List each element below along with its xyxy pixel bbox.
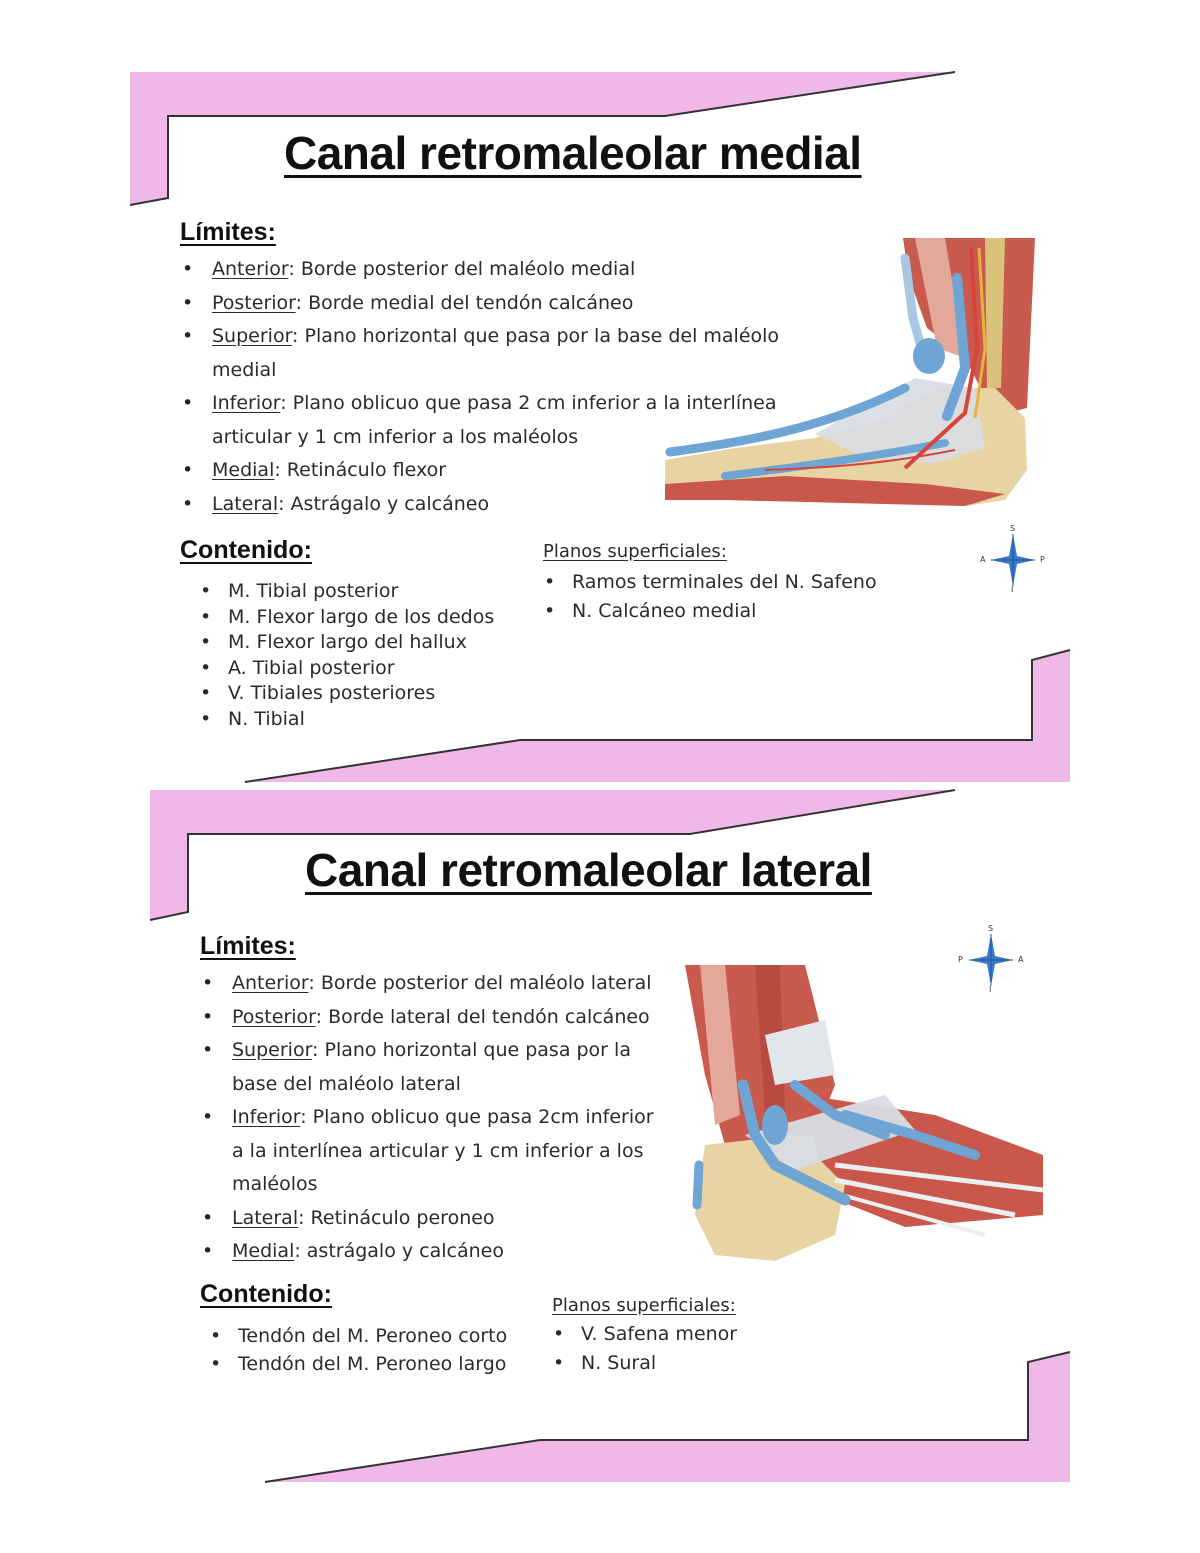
card1-top-line xyxy=(129,71,956,206)
compass-left-label: P xyxy=(958,955,963,964)
content-item: Tendón del M. Peroneo largo xyxy=(208,1350,538,1378)
superficial-item: N. Calcáneo medial xyxy=(542,597,922,626)
limit-text: : astrágalo y calcáneo xyxy=(294,1240,504,1262)
card2-bottom-band xyxy=(265,1352,1070,1482)
section1-content-list: M. Tibial posterior M. Flexor largo de l… xyxy=(198,579,538,732)
medial-ankle-anatomy-illustration xyxy=(665,238,1035,506)
card2-bottom-line xyxy=(264,1351,1071,1483)
limit-term: Posterior xyxy=(232,1005,316,1028)
card1-top-band xyxy=(130,72,955,205)
content-item: V. Tibiales posteriores xyxy=(198,681,538,707)
limit-text: : Plano oblicuo que pasa 2cm inferior a … xyxy=(232,1106,654,1195)
compass-bottom-label: I xyxy=(989,985,992,994)
limit-text: : Borde lateral del tendón calcáneo xyxy=(315,1005,650,1028)
limit-term: Medial xyxy=(212,459,275,481)
section1-superficial-list: Ramos terminales del N. Safeno N. Calcán… xyxy=(542,568,922,626)
limit-item: Inferior: Plano oblicuo que pasa 2 cm in… xyxy=(178,387,798,454)
compass-top-label: S xyxy=(988,924,994,933)
limit-item: Posterior: Borde lateral del tendón calc… xyxy=(198,1001,670,1035)
limit-text: : Borde posterior del maléolo medial xyxy=(288,258,636,280)
limit-term: Lateral xyxy=(232,1206,299,1229)
limit-item: Lateral: Retináculo peroneo xyxy=(198,1202,670,1236)
section2-superficial-list: V. Safena menor N. Sural xyxy=(551,1320,851,1378)
limit-item: Anterior: Borde posterior del maléolo me… xyxy=(178,253,798,287)
section2-superficial-heading: Planos superficiales: xyxy=(552,1295,736,1316)
limit-item: Superior: Plano horizontal que pasa por … xyxy=(178,320,798,387)
limit-term: Lateral xyxy=(212,492,279,515)
limit-text: : Plano oblicuo que pasa 2 cm inferior a… xyxy=(212,392,777,448)
limit-term: Superior xyxy=(232,1039,313,1061)
section1-title: Canal retromaleolar medial xyxy=(284,127,862,179)
limit-text: : Borde posterior del maléolo lateral xyxy=(308,972,652,994)
section1-content-heading: Contenido: xyxy=(180,536,312,564)
limit-text: : Astrágalo y calcáneo xyxy=(278,492,490,515)
section1-limits-list: Anterior: Borde posterior del maléolo me… xyxy=(178,253,798,521)
card1-bottom-line xyxy=(244,649,1071,783)
section2-limits-list: Anterior: Borde posterior del maléolo la… xyxy=(198,967,670,1269)
section1-superficial-heading: Planos superficiales: xyxy=(543,541,727,562)
section1-limits-heading: Límites: xyxy=(180,218,276,246)
content-item: A. Tibial posterior xyxy=(198,656,538,682)
compass-left-label: A xyxy=(980,555,986,564)
limit-term: Anterior xyxy=(232,972,309,994)
limit-text: : Retináculo peroneo xyxy=(298,1206,495,1229)
limit-text: : Retináculo flexor xyxy=(274,459,447,481)
limit-item: Medial: astrágalo y calcáneo xyxy=(198,1235,670,1269)
card1-bottom-band xyxy=(245,650,1070,782)
limit-term: Inferior xyxy=(232,1106,301,1128)
limit-text: : Borde medial del tendón calcáneo xyxy=(295,291,634,314)
limit-text: : Plano horizontal que pasa por la base … xyxy=(232,1039,631,1095)
compass-right-label: P xyxy=(1040,555,1045,564)
content-item: M. Flexor largo del hallux xyxy=(198,630,538,656)
section2-title: Canal retromaleolar lateral xyxy=(305,844,872,896)
limit-term: Medial xyxy=(232,1240,295,1262)
section2-content-heading: Contenido: xyxy=(200,1280,332,1308)
limit-item: Medial: Retináculo flexor xyxy=(178,454,798,488)
limit-term: Inferior xyxy=(212,392,281,414)
limit-text: : Plano horizontal que pasa por la base … xyxy=(212,325,780,381)
compass-bottom-label: I xyxy=(1011,585,1014,594)
content-item: N. Tibial xyxy=(198,707,538,733)
limit-term: Superior xyxy=(212,325,293,347)
limit-term: Posterior xyxy=(212,291,296,314)
limit-item: Anterior: Borde posterior del maléolo la… xyxy=(198,967,670,1001)
superficial-item: Ramos terminales del N. Safeno xyxy=(542,568,922,597)
limit-item: Superior: Plano horizontal que pasa por … xyxy=(198,1034,670,1101)
card2-top-line xyxy=(149,789,956,921)
compass-right-label: A xyxy=(1018,955,1024,964)
section1-compass-icon: S A P I xyxy=(978,524,1048,596)
lateral-ankle-anatomy-illustration xyxy=(685,965,1043,1261)
section2-limits-heading: Límites: xyxy=(200,932,296,960)
content-item: M. Flexor largo de los dedos xyxy=(198,605,538,631)
compass-top-label: S xyxy=(1010,524,1016,533)
limit-item: Lateral: Astrágalo y calcáneo xyxy=(178,488,798,522)
content-item: Tendón del M. Peroneo corto xyxy=(208,1322,538,1350)
superficial-item: N. Sural xyxy=(551,1349,851,1378)
limit-term: Anterior xyxy=(212,258,289,280)
limit-item: Posterior: Borde medial del tendón calcá… xyxy=(178,287,798,321)
section2-compass-icon: S P A I xyxy=(956,924,1026,996)
section2-content-list: Tendón del M. Peroneo corto Tendón del M… xyxy=(208,1322,538,1378)
limit-item: Inferior: Plano oblicuo que pasa 2cm inf… xyxy=(198,1101,670,1202)
content-item: M. Tibial posterior xyxy=(198,579,538,605)
superficial-item: V. Safena menor xyxy=(551,1320,851,1349)
